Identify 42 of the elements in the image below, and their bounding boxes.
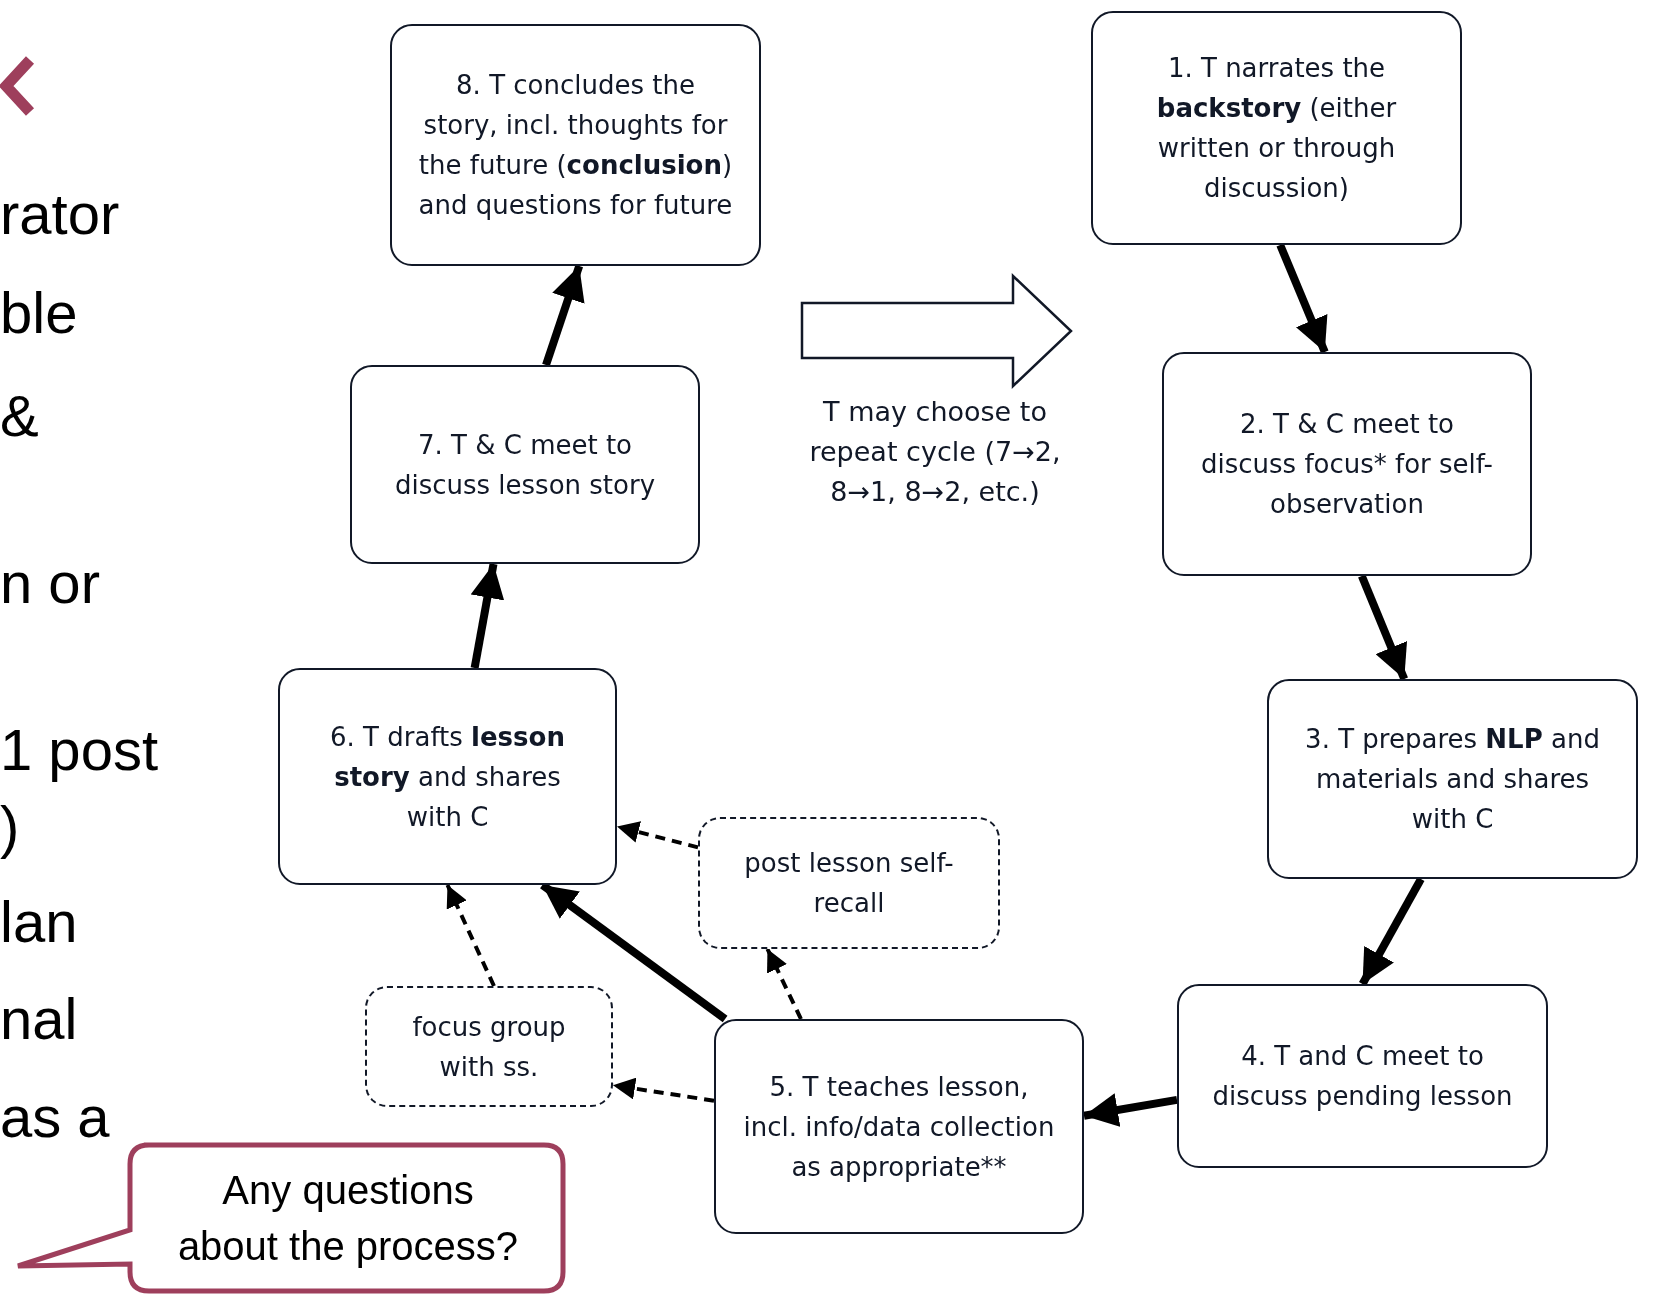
slide-text: as a [0, 1083, 110, 1151]
process-box [278, 668, 617, 885]
step-text: 3. T prepares NLP and materials and shares with C [1304, 723, 1601, 836]
slide-text: ) [0, 793, 20, 861]
step-text: post lesson self-recall [743, 847, 955, 920]
speech-bubble [16, 1142, 566, 1294]
arrow [1359, 877, 1425, 986]
cycle-note: T may choose to repeat cycle (7→2, 8→1, 8→2, etc.) [808, 395, 1062, 509]
step-text: 2. T & C meet to discuss focus* for self-observation [1200, 408, 1494, 521]
process-box [714, 1019, 1084, 1234]
arrow [1358, 574, 1408, 681]
arrow [470, 563, 505, 669]
process-box [1177, 984, 1548, 1168]
callout-text: Any questions about the process? [176, 1167, 520, 1270]
step-text: 8. T concludes the story, incl. thoughts for the future (conclusion) and questions for future [418, 69, 733, 222]
slide-text: ble [0, 279, 78, 347]
arrow [765, 948, 803, 1020]
step-text: 5. T teaches lesson, incl. info/data collection as appropriate** [742, 1070, 1056, 1184]
arrow [612, 1077, 715, 1103]
process-box [1091, 11, 1462, 245]
arrow [445, 884, 496, 987]
arrow [542, 264, 585, 367]
note-box [698, 817, 1000, 949]
arrow [1083, 1093, 1178, 1127]
process-box [1267, 679, 1638, 879]
step-text: 7. T & C meet to discuss lesson story [393, 428, 657, 502]
slide-text: 1 post [0, 716, 158, 784]
arrow [1276, 243, 1329, 354]
step-text: 4. T and C meet to discuss pending lesson [1211, 1040, 1514, 1113]
step-text: 6. T drafts lesson story and shares with C [329, 720, 566, 834]
note-box [365, 986, 613, 1107]
process-box [1162, 352, 1532, 576]
process-box [350, 365, 700, 564]
slide-text: & [0, 382, 39, 450]
slide-text: n or [0, 549, 100, 617]
arrow [616, 821, 699, 850]
step-text: focus group with ss. [411, 1010, 567, 1084]
slide-text: lan [0, 888, 78, 956]
process-box [390, 24, 761, 266]
step-text: 1. T narrates the backstory (either written or through discussion) [1155, 52, 1398, 205]
slide-text: rator [0, 180, 120, 248]
slide-text: nal [0, 985, 78, 1053]
